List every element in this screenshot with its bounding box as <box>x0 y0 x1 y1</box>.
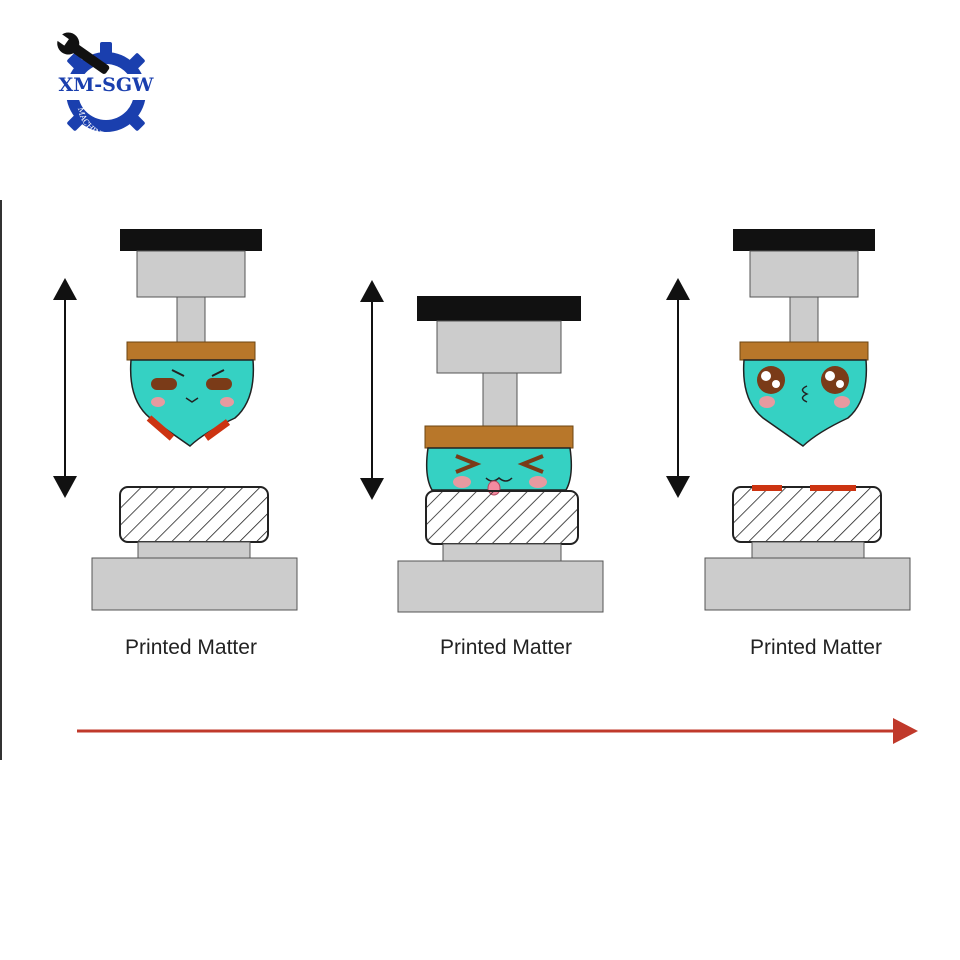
stage-2 <box>360 280 604 613</box>
fixture-neck <box>751 541 865 559</box>
ink-right <box>203 419 231 441</box>
press-shaft <box>482 372 518 427</box>
vertical-arrow-1 <box>53 278 77 498</box>
logo-text: XM-SGW <box>58 74 154 96</box>
printed-ink-left <box>752 485 782 491</box>
logo-subtext-arc: MACHINERY <box>76 106 117 140</box>
happy-face <box>757 366 850 408</box>
fixture-base <box>397 560 604 613</box>
press-block <box>136 250 246 298</box>
vertical-arrow-3 <box>666 278 690 498</box>
process-arrow <box>77 718 918 744</box>
fixture-base <box>91 557 298 611</box>
pad-holder <box>424 425 574 449</box>
gear-icon <box>48 32 164 132</box>
angry-face <box>151 369 234 407</box>
wrench-icon <box>56 32 110 74</box>
press-head-plate <box>417 296 581 321</box>
workpiece <box>119 486 269 543</box>
fixture-neck <box>442 543 562 562</box>
press-block <box>436 320 562 374</box>
workpiece <box>732 486 882 543</box>
printed-ink-right <box>810 485 856 491</box>
caption-stage-1: Printed Matter <box>125 636 257 659</box>
press-head-plate <box>120 229 262 251</box>
ink-left <box>146 415 175 441</box>
press-head-plate <box>733 229 875 251</box>
left-border <box>0 200 2 760</box>
stage-1 <box>53 229 298 611</box>
pad-holder <box>739 341 869 361</box>
pad-holder <box>126 341 256 361</box>
svg-text:MACHINERY: MACHINERY <box>76 106 117 140</box>
press-block <box>749 250 859 298</box>
caption-stage-2: Printed Matter <box>440 636 572 659</box>
fixture-base <box>704 557 911 611</box>
pad-printing-diagram <box>53 229 918 744</box>
brand-logo: XM-SGW MACHINERY <box>48 30 164 140</box>
fixture-neck <box>137 541 251 559</box>
silicone-pad <box>129 359 255 447</box>
press-shaft <box>176 296 206 343</box>
vertical-arrow-2 <box>360 280 384 500</box>
press-shaft <box>789 296 819 343</box>
caption-stage-3: Printed Matter <box>750 636 882 659</box>
stage-3 <box>666 229 911 611</box>
workpiece <box>425 490 579 545</box>
